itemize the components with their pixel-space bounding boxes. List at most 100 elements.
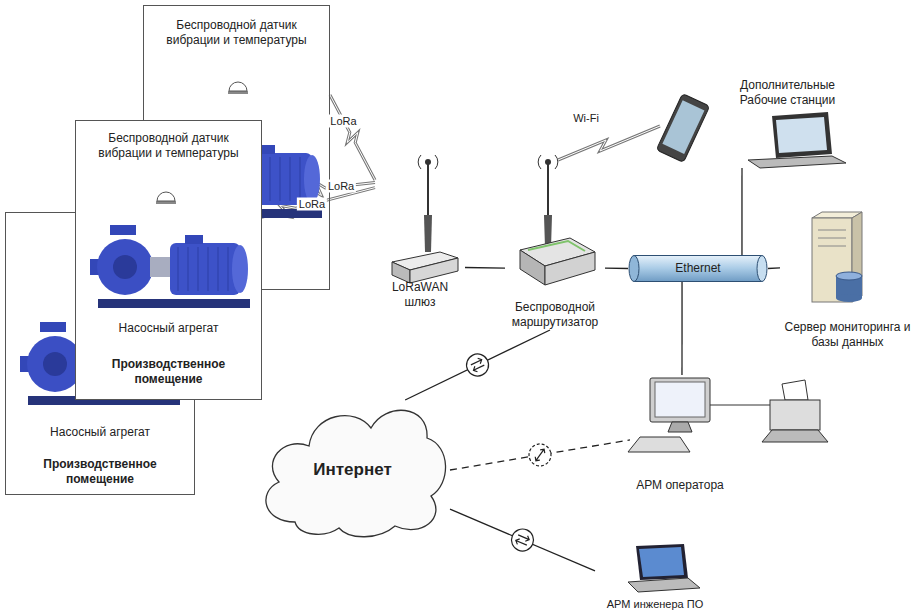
pump-illustration-part-part [113,255,137,279]
pump-illustration-part-part [157,192,175,201]
pump-illustration-part-part [40,322,66,332]
pump-illustration-part-part [92,284,110,293]
engineer-laptop-icon [628,544,700,592]
connector-group [605,268,628,269]
vpn-symbol [527,442,552,467]
connector-group [465,267,505,269]
pump-illustration-part-part [80,354,102,374]
radio-link-outline [330,95,375,180]
pump-illustration-part-part [232,245,248,293]
engineer-laptop-icon-part [639,547,684,577]
panel-text: Насосный агрегат [84,321,254,336]
pump-illustration-part [228,82,248,94]
pump-illustration-part-part [198,247,199,291]
panel-text: Насосный агрегат [15,425,185,440]
operator-workstation-icon [628,378,770,452]
network-device: Дополнительные Рабочие станции [725,78,850,168]
printer-icon-part [782,380,808,400]
router-icon-part [545,252,595,285]
pump-illustration-part-part [97,239,153,295]
bus-cylinder-part [629,256,639,282]
lorawan-gateway-icon-part [425,159,431,165]
connector-group [450,440,630,470]
link-label: Wi-Fi [571,112,601,125]
pump-illustration-part-part [178,247,179,291]
engineer-laptop-icon-part [636,544,688,580]
laptop-icon-part [776,117,827,153]
lorawan-gateway-icon-part [410,258,458,283]
router-icon [520,155,595,285]
gateway-symbol-part [508,526,537,555]
pump-illustration-part-part [27,336,83,392]
laptop-icon-part [748,156,846,168]
network-cable [741,168,742,255]
network-device: Сервер мониторинга и базы данных [780,210,915,350]
pump-illustration-part-part [110,225,136,235]
gateway-symbol [508,526,537,555]
operator-workstation-icon-part [710,405,770,406]
pump-illustration-part-part [118,344,119,388]
server-icon-part [818,238,846,239]
server-icon-part [836,272,862,280]
pump-illustration-part-part [158,344,159,388]
router-icon-part [545,159,551,165]
link-label: LoRa [326,180,356,193]
panel-text: Производственное помещение [84,357,254,387]
wifi-link [558,126,660,160]
device-label: Ethernet [628,261,768,276]
connector-group [768,267,780,269]
connector-group [450,509,595,571]
panel-text: Беспроводной датчик вибрации и температу… [152,18,322,48]
radio-link [330,95,375,180]
pump-illustration-part-part [208,247,209,291]
lorawan-gateway-icon-part [392,262,410,283]
pump-illustration-part-part [91,293,111,296]
printer-icon-part [762,430,828,442]
bus-cylinder-part [757,256,767,282]
pump-illustration-part-part [43,352,67,376]
network-device: Беспроводной маршрутизатор [505,145,605,330]
link-label: LoRa [297,198,327,211]
network-cable [768,267,780,269]
device-label: АРМ оператора [630,478,730,493]
tablet-icon-part [656,94,709,163]
printer-icon [762,380,828,442]
gateway-symbol [463,350,492,379]
network-device: АРМ инженера ПО [595,538,715,611]
wifi-link-part [558,126,660,160]
pump-illustration-part-part [300,157,301,201]
vpn-symbol-part [534,449,546,461]
pump-illustration-part-part [280,157,281,201]
tablet-icon-part [662,100,704,154]
pump-illustration-part-part [162,342,178,390]
pump-illustration-part-part [100,340,170,392]
server-icon-part [818,246,846,247]
router-icon-part [528,241,585,251]
internet-cloud: Интернет [255,400,450,540]
network-cable [605,267,628,269]
lorawan-gateway-icon [392,155,458,283]
operator-workstation-icon-part [655,382,705,417]
tablet-icon [656,94,709,163]
device-label: Сервер мониторинга и базы данных [780,320,915,350]
pump-illustration-part [20,322,180,405]
lorawan-gateway-icon-part [424,215,432,252]
device-label: Дополнительные Рабочие станции [725,78,850,108]
network-cable [465,267,505,269]
pump-illustration-part-part [270,157,271,201]
network-cable [405,330,550,400]
panel-text: Беспроводной датчик вибрации и температу… [84,131,254,161]
printer-icon-part [770,400,820,430]
router-icon-part [538,155,558,169]
gateway-symbol-part [515,532,531,548]
connector-group [330,95,375,180]
pump-illustration-part-part [128,344,129,388]
pump-illustration-part-part [185,235,203,244]
device-label: LoRaWAN шлюз [375,280,465,310]
server-icon [812,212,862,302]
connector-group [682,282,683,375]
pump-illustration-part-part [218,247,219,291]
pump-illustration-part-part [150,257,172,277]
remote-link [450,440,630,470]
